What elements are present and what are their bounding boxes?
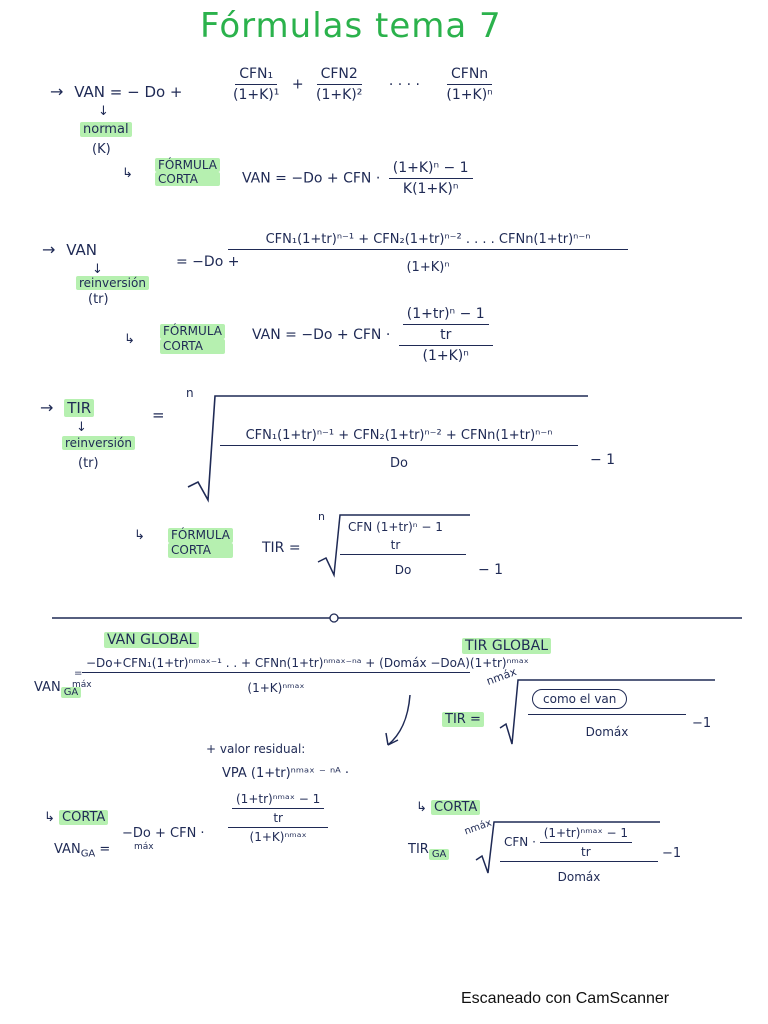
van-normal-corta: VAN = −Do + CFN · (1+K)ⁿ − 1 K(1+K)ⁿ	[242, 160, 477, 197]
down-arrow-icon: ↓	[76, 420, 87, 435]
tir-global-corta-root-index: nmáx	[462, 817, 494, 838]
tir-reinv-corta-lhs: TIR =	[262, 540, 301, 556]
van-normal-sub: normal	[80, 122, 132, 137]
tir-reinv-corta-label: FÓRMULA CORTA	[168, 528, 233, 558]
corta-arrow-icon: ↳	[122, 166, 133, 181]
tir-reinv-corta-minus-one: − 1	[478, 562, 504, 578]
van-reinv-corta: VAN = −Do + CFN · (1+tr)ⁿ − 1 tr (1+K)ⁿ	[252, 306, 497, 364]
van-normal-row: → VAN = − Do +	[50, 82, 183, 101]
van-term-2: CFN2 (1+K)²	[316, 66, 363, 103]
van-reinv-fraction: CFN₁(1+tr)ⁿ⁻¹ + CFN₂(1+tr)ⁿ⁻² . . . . CF…	[228, 232, 628, 275]
tir-global-corta-label: ↳ CORTA	[416, 800, 481, 815]
residual-formula: VPA (1+tr)ⁿᵐᵃˣ ⁻ ⁿᴬ ·	[222, 766, 349, 781]
tir-reinv-sub2: (tr)	[78, 456, 99, 471]
corta-arrow-icon: ↳	[134, 528, 145, 543]
tir-global-fraction: como el van Domáx	[528, 689, 686, 739]
page-title: Fórmulas tema 7	[200, 6, 502, 46]
van-global-corta-max: máx	[134, 842, 154, 852]
van-normal-sub2: (K)	[92, 142, 111, 157]
corta-arrow-icon: ↳	[44, 810, 55, 825]
right-arrow-icon: →	[42, 240, 56, 259]
van-normal-label: VAN	[74, 83, 105, 101]
tir-global-heading: TIR GLOBAL	[462, 638, 552, 654]
tir-reinv-sub: reinversión	[62, 436, 135, 450]
right-arrow-icon: →	[50, 82, 64, 101]
tir-global-lhs: TIR =	[442, 712, 484, 727]
residual-arrow	[387, 694, 411, 746]
van-global-corta-pre: −Do + CFN ·	[122, 826, 205, 841]
tir-global-minus-one: −1	[692, 716, 712, 731]
van-global-heading: VAN GLOBAL	[104, 632, 200, 648]
van-normal-terms: CFN₁ (1+K)¹ + CFN2 (1+K)² · · · · CFNn (…	[225, 66, 501, 103]
tir-reinv-corta-fraction: CFN (1+tr)ⁿ − 1 tr Do	[340, 520, 466, 577]
van-reinv-row: → VAN	[42, 240, 97, 259]
tir-reinv-corta-root-index: n	[318, 510, 325, 523]
van-reinv-lhs: = −Do +	[176, 254, 240, 270]
van-term-n: CFNn (1+K)ⁿ	[446, 66, 493, 103]
van-global-corta-label: ↳ CORTA	[44, 810, 109, 825]
tir-reinv-fraction: CFN₁(1+tr)ⁿ⁻¹ + CFN₂(1+tr)ⁿ⁻² + CFNn(1+t…	[220, 428, 578, 471]
van-global-corta-fraction: (1+tr)ⁿᵐᵃˣ − 1 tr (1+K)ⁿᵐᵃˣ	[228, 792, 329, 844]
van-normal-corta-label: FÓRMULA CORTA	[155, 158, 220, 186]
tir-reinv-eq: =	[152, 406, 165, 424]
residual-note: + valor residual:	[206, 742, 306, 756]
van-dots: · · · ·	[388, 76, 420, 93]
tir-global-corta-fraction: CFN · (1+tr)ⁿᵐᵃˣ − 1 tr Domáx	[500, 826, 658, 884]
divider-circle	[329, 613, 339, 623]
van-global-max: máx	[72, 680, 92, 690]
down-arrow-icon: ↓	[92, 262, 103, 277]
tir-reinv-root-index: n	[186, 386, 194, 400]
van-term-1: CFN₁ (1+K)¹	[233, 66, 280, 103]
van-global-corta-lhs: VANGA =	[54, 842, 111, 860]
van-global-fraction: −Do+CFN₁(1+tr)ⁿᵐᵃˣ⁻¹ . . + CFNn(1+tr)ⁿᵐᵃ…	[82, 656, 529, 695]
corta-arrow-icon: ↳	[416, 800, 427, 815]
van-normal-lhs: = − Do +	[109, 83, 183, 101]
camscanner-watermark: Escaneado con CamScanner	[461, 990, 670, 1007]
tir-reinv-minus-one: − 1	[590, 452, 616, 468]
van-reinv-corta-label: FÓRMULA CORTA	[160, 324, 225, 354]
van-reinv-sub: reinversión	[76, 276, 149, 290]
tir-reinv-row: → TIR	[40, 398, 95, 417]
van-reinv-sub2: (tr)	[88, 292, 109, 307]
down-arrow-icon: ↓	[98, 104, 109, 119]
corta-arrow-icon: ↳	[124, 332, 135, 347]
right-arrow-icon: →	[40, 398, 54, 417]
tir-global-corta-minus-one: −1	[662, 846, 682, 861]
van-global-eq: =	[74, 668, 83, 679]
